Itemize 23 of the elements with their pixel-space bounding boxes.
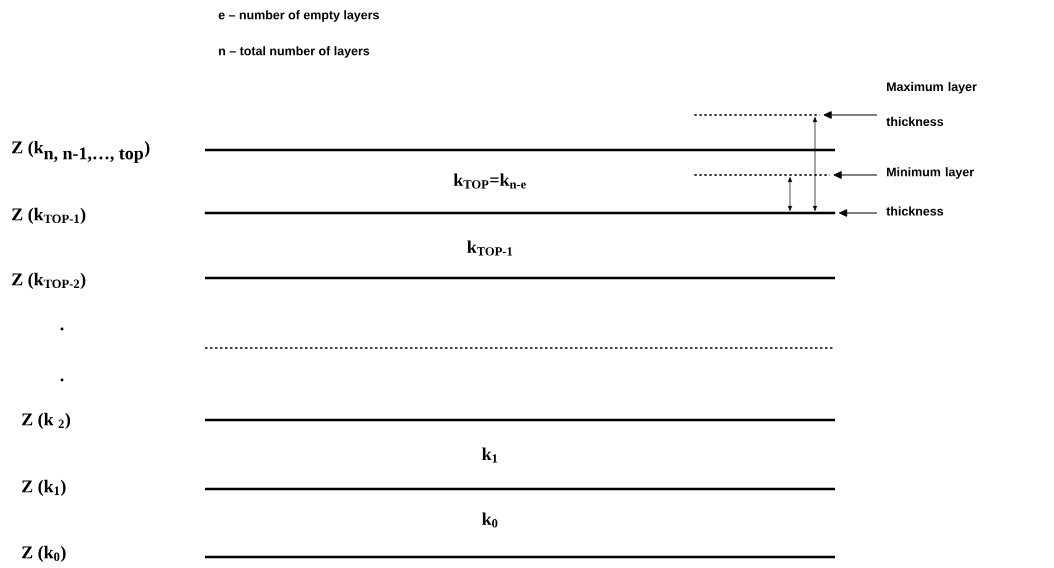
- layer-label: k$_{TOP}$=k$_{n-e}$: [453, 173, 526, 189]
- boundary-label: Z (k $_{2}$): [22, 412, 71, 430]
- legend-text: e – number of empty layers: [218, 10, 379, 22]
- boundary-label: Z (k$_{TOP-1}$): [12, 207, 86, 225]
- boundary-label: Z (k$_{1}$): [22, 479, 66, 497]
- layer-label: k$_{1}$: [482, 447, 498, 463]
- ellipsis-dot: .: [60, 327, 64, 331]
- leader-arrow: [823, 111, 878, 119]
- layer-label: k$_{TOP-1}$: [467, 240, 513, 256]
- legend-text: n – total number of layers: [219, 46, 370, 58]
- leader-text: thickness: [886, 206, 944, 216]
- dotted-line: [693, 114, 821, 116]
- leader-text: Minimum layer: [887, 167, 974, 179]
- ellipsis-dot: .: [60, 378, 64, 382]
- leader-arrow: [833, 171, 878, 179]
- layer-line: [204, 211, 836, 215]
- boundary-label: Z (k$_{TOP-2}$): [12, 272, 86, 290]
- leader-text: Maximum layer thickness: [886, 82, 977, 126]
- dotted-line: [693, 174, 831, 176]
- leader-arrow: [838, 209, 878, 217]
- layer-label: k$_{0}$: [482, 512, 498, 528]
- boundary-label: $\textbf{Z (k}_{\textbf{n, n-1,…, top}}\textbf{)}$: [12, 140, 150, 164]
- boundary-label: Z (k$_{0}$): [22, 545, 66, 563]
